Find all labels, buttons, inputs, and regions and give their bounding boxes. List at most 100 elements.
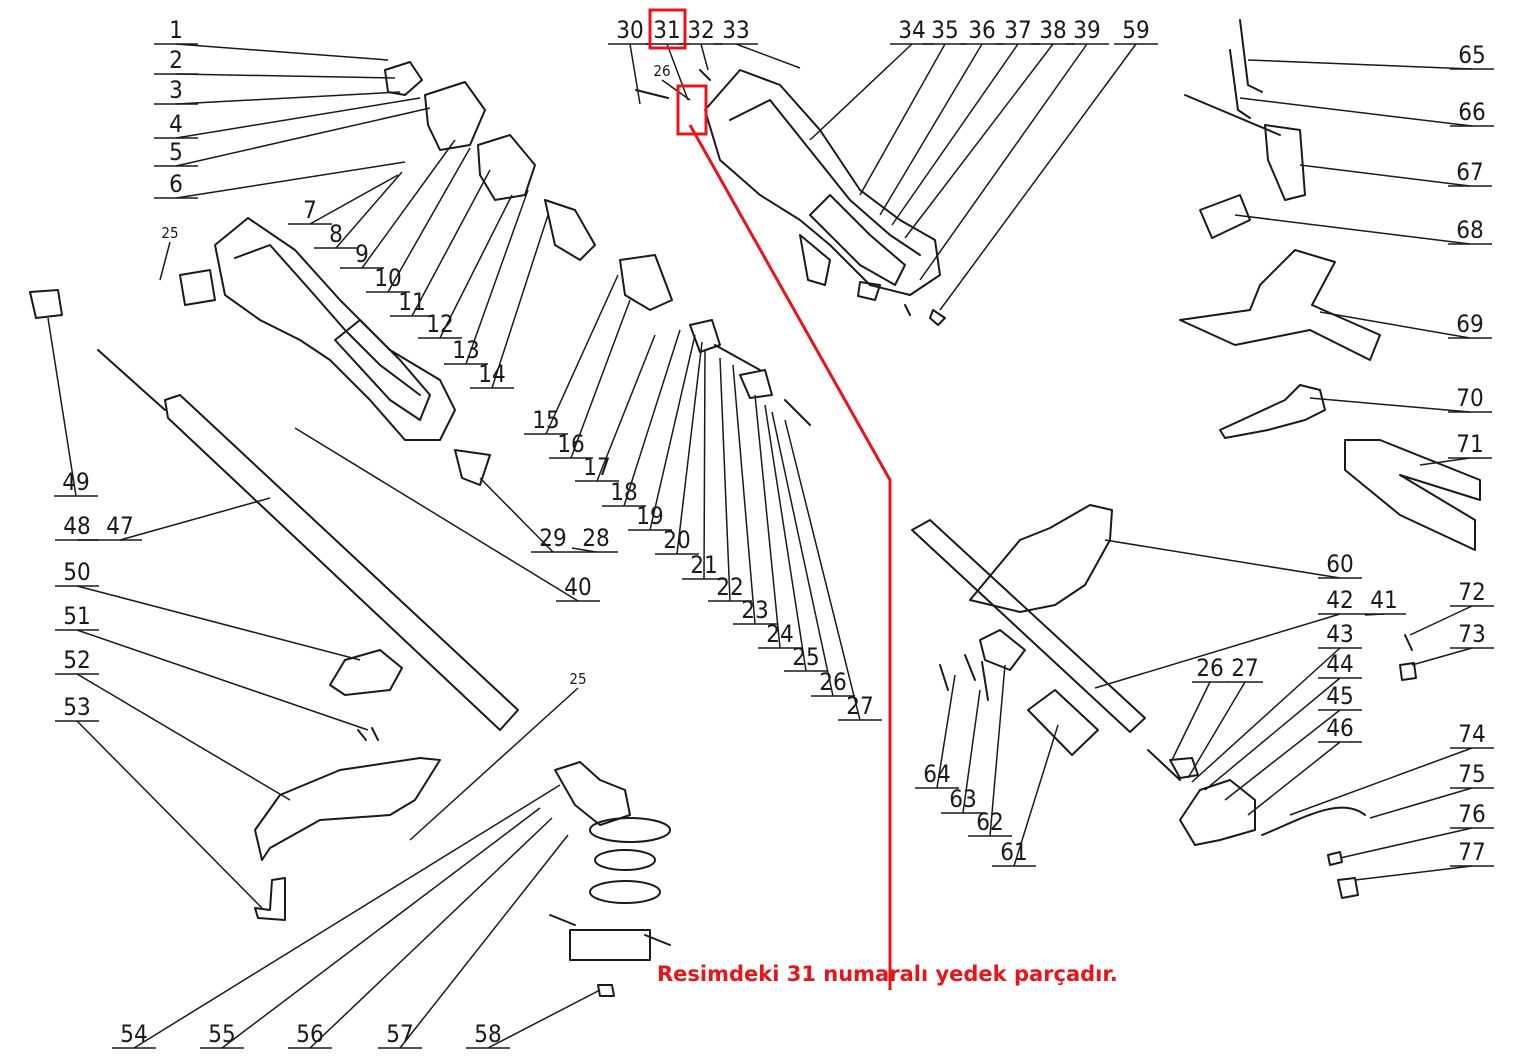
leader-17 [596, 334, 656, 482]
clip-73-drawing [1399, 662, 1417, 681]
label-23: 23 [741, 596, 768, 624]
label-25: 25 [792, 643, 819, 671]
leader-37 [891, 43, 1019, 226]
left-housing-inner [234, 244, 421, 396]
leader-64 [936, 674, 956, 789]
label-26: 26 [819, 668, 846, 696]
trimmer-head-drawing [549, 914, 671, 961]
part-drawings [29, 19, 1481, 997]
main-tube-drawing [911, 519, 1146, 733]
leader-21 [703, 349, 706, 580]
leader-76 [1339, 827, 1473, 859]
label-54: 54 [120, 1020, 147, 1048]
cover-61-drawing [1027, 689, 1099, 756]
leader-29 [479, 477, 554, 553]
label-4: 4 [169, 110, 183, 138]
label-69: 69 [1456, 310, 1483, 338]
leader-16 [570, 299, 631, 459]
label-14: 14 [478, 360, 505, 388]
shaft-tube-drawing [97, 349, 519, 731]
leader-5 [175, 107, 431, 167]
label-30: 30 [616, 16, 643, 44]
label-70: 70 [1456, 384, 1483, 412]
label-45: 45 [1326, 682, 1353, 710]
label-20: 20 [663, 526, 690, 554]
part-number-labels: 1234567891011121314151617181920212223242… [62, 16, 1485, 1048]
leader-61 [1013, 724, 1059, 867]
highlight-connector [648, 8, 892, 990]
label-77: 77 [1458, 838, 1485, 866]
small-label-26: 26 [653, 62, 670, 80]
leader-6 [175, 161, 406, 199]
leader-69 [1319, 311, 1471, 339]
leader-70 [1309, 397, 1471, 413]
label-27-assembly: 27 [1231, 654, 1258, 682]
leader-lines [47, 43, 1473, 1049]
leader-67 [1299, 164, 1471, 187]
label-39: 39 [1073, 16, 1100, 44]
leader-39 [919, 43, 1088, 281]
label-67: 67 [1456, 158, 1483, 186]
label-29: 29 [539, 524, 566, 552]
label-6: 6 [169, 170, 183, 198]
label-58: 58 [474, 1020, 501, 1048]
label-47: 47 [106, 512, 133, 540]
label-32: 32 [687, 16, 714, 44]
small-label-25: 25 [569, 670, 586, 688]
label-36: 36 [968, 16, 995, 44]
label-35: 35 [931, 16, 958, 44]
gear-knob-drawing [384, 61, 423, 96]
label-50: 50 [63, 558, 90, 586]
label-44: 44 [1326, 650, 1353, 678]
leader-35 [859, 43, 946, 196]
label-55: 55 [208, 1020, 235, 1048]
blade-69-drawing [1179, 249, 1381, 361]
nut-49-drawing [29, 289, 63, 319]
leader-3 [175, 91, 401, 105]
leader-25 [764, 404, 807, 672]
leader-31 [666, 43, 689, 101]
leader-9 [361, 139, 456, 269]
leader-52 [76, 673, 291, 801]
leader-60 [1104, 539, 1341, 579]
label-19: 19 [636, 502, 663, 530]
leader-75 [1369, 787, 1473, 819]
label-75: 75 [1458, 760, 1485, 788]
leader-45 [1224, 709, 1341, 801]
label-21: 21 [690, 551, 717, 579]
label-37: 37 [1004, 16, 1031, 44]
leader-14 [491, 214, 549, 389]
leader-23 [732, 364, 756, 625]
left-housing-handle [334, 319, 431, 421]
leader-66 [1239, 97, 1473, 127]
label-61: 61 [1000, 838, 1027, 866]
gear-drawing [689, 319, 721, 353]
label-64: 64 [923, 760, 950, 788]
leader-47 [119, 497, 271, 541]
label-9: 9 [355, 240, 369, 268]
blade-53-drawing [254, 877, 286, 921]
spring-72-drawing [1404, 634, 1413, 651]
leader-71 [1419, 457, 1471, 466]
label-33: 33 [722, 16, 749, 44]
leader-58 [487, 989, 601, 1049]
label-56: 56 [296, 1020, 323, 1048]
spool-drawing [589, 817, 671, 904]
leader-55 [221, 807, 541, 1049]
leader-42 [1094, 613, 1341, 689]
label-43: 43 [1326, 620, 1353, 648]
label-51: 51 [63, 602, 90, 630]
label-52: 52 [63, 646, 90, 674]
label-57: 57 [386, 1020, 413, 1048]
leader-46 [1247, 741, 1341, 816]
label-40: 40 [564, 573, 591, 601]
label-63: 63 [949, 785, 976, 813]
label-10: 10 [374, 264, 401, 292]
leader-56 [309, 817, 553, 1049]
leader-26 [771, 411, 834, 697]
label-62: 62 [976, 808, 1003, 836]
leader-27 [784, 419, 861, 721]
leader-2 [175, 73, 396, 79]
armature-drawing [544, 199, 596, 261]
